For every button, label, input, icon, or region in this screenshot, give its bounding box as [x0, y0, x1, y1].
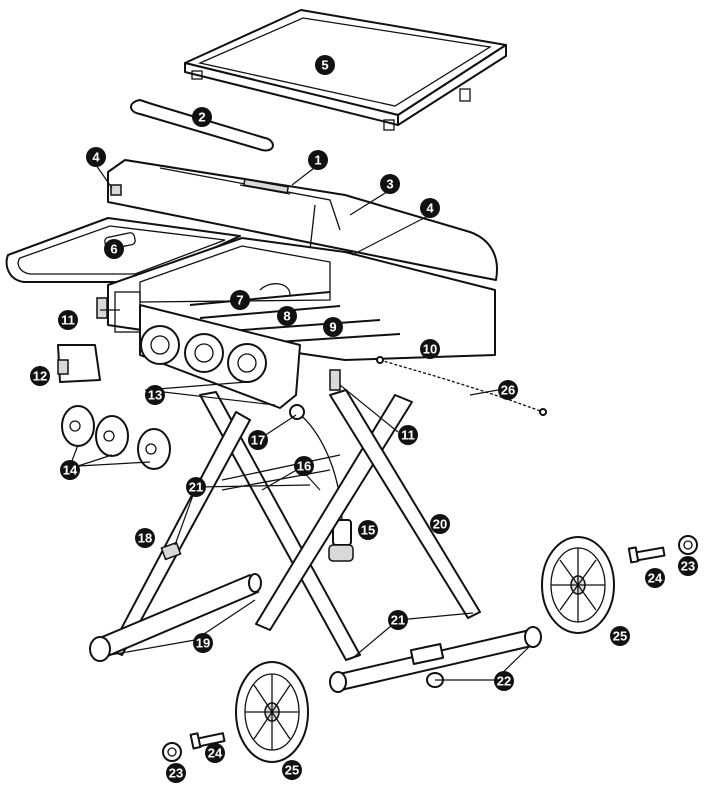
callout-23a: 23	[678, 556, 698, 576]
callout-15: 15	[358, 520, 378, 540]
folding-stand	[109, 389, 481, 661]
side-latch	[329, 369, 341, 391]
callout-2: 2	[192, 107, 212, 127]
grill-lid	[107, 159, 498, 281]
callout-14: 14	[60, 460, 80, 480]
svg-text:3: 3	[386, 177, 393, 192]
svg-text:14: 14	[63, 463, 78, 478]
callout-20: 20	[430, 514, 450, 534]
svg-text:4: 4	[92, 150, 100, 165]
leader-lines	[69, 164, 531, 681]
callout-18: 18	[135, 528, 155, 548]
svg-text:22: 22	[497, 674, 511, 689]
washer-left	[162, 742, 182, 762]
axle-bolt-right	[627, 546, 666, 564]
svg-text:15: 15	[361, 523, 375, 538]
igniter-chain	[376, 356, 547, 416]
callout-16: 16	[294, 456, 314, 476]
svg-text:1: 1	[314, 153, 321, 168]
callout-11a: 11	[58, 310, 78, 330]
svg-text:21: 21	[391, 613, 405, 628]
svg-text:8: 8	[283, 309, 290, 324]
axle-bolt-left	[189, 732, 226, 750]
svg-text:11: 11	[401, 428, 415, 443]
igniter-box	[57, 344, 101, 383]
svg-text:16: 16	[297, 459, 311, 474]
svg-text:23: 23	[169, 766, 183, 781]
svg-text:4: 4	[426, 201, 434, 216]
callout-23b: 23	[166, 763, 186, 783]
control-knob	[140, 325, 180, 365]
svg-text:6: 6	[110, 242, 117, 257]
svg-text:26: 26	[501, 383, 515, 398]
callout-9: 9	[323, 317, 343, 337]
wheel-right	[541, 536, 615, 634]
callout-4b: 4	[420, 198, 440, 218]
callout-25b: 25	[282, 760, 302, 780]
svg-text:10: 10	[423, 342, 437, 357]
callout-3: 3	[380, 174, 400, 194]
callout-13: 13	[145, 385, 165, 405]
svg-text:19: 19	[196, 636, 210, 651]
callout-12: 12	[30, 366, 50, 386]
callout-24b: 24	[205, 743, 225, 763]
callout-6: 6	[104, 239, 124, 259]
svg-text:13: 13	[148, 388, 162, 403]
callout-10: 10	[420, 339, 440, 359]
svg-text:24: 24	[648, 571, 663, 586]
griddle-tray	[184, 9, 507, 131]
svg-text:24: 24	[208, 746, 223, 761]
callout-24a: 24	[645, 568, 665, 588]
control-knob	[227, 343, 267, 383]
callout-8: 8	[277, 306, 297, 326]
svg-text:7: 7	[236, 293, 243, 308]
callout-21a: 21	[186, 477, 206, 497]
svg-text:5: 5	[321, 58, 328, 73]
callout-11b: 11	[398, 425, 418, 445]
callout-22: 22	[494, 671, 514, 691]
knob	[61, 405, 95, 447]
svg-text:12: 12	[33, 369, 47, 384]
rear-leg-bar	[89, 573, 262, 662]
spare-knobs	[61, 405, 171, 470]
callout-21b: 21	[388, 610, 408, 630]
svg-text:20: 20	[433, 517, 447, 532]
svg-text:11: 11	[61, 313, 75, 328]
svg-text:18: 18	[138, 531, 152, 546]
callout-19: 19	[193, 633, 213, 653]
svg-text:21: 21	[189, 480, 203, 495]
knob	[137, 428, 171, 470]
callout-7: 7	[230, 290, 250, 310]
svg-text:2: 2	[198, 110, 205, 125]
svg-text:25: 25	[285, 763, 299, 778]
knob	[95, 415, 129, 457]
callout-4a: 4	[86, 147, 106, 167]
svg-text:23: 23	[681, 559, 695, 574]
callout-5: 5	[315, 55, 335, 75]
callout-25a: 25	[610, 626, 630, 646]
callout-1: 1	[308, 150, 328, 170]
callout-26: 26	[498, 380, 518, 400]
callout-17: 17	[248, 430, 268, 450]
svg-text:17: 17	[251, 433, 265, 448]
control-panel	[139, 304, 301, 409]
control-knob	[184, 333, 224, 373]
svg-text:9: 9	[329, 320, 336, 335]
wheel-left	[235, 661, 309, 763]
wheel-axle	[329, 626, 542, 693]
washer-right	[678, 535, 698, 555]
gas-regulator	[289, 404, 354, 562]
svg-text:25: 25	[613, 629, 627, 644]
